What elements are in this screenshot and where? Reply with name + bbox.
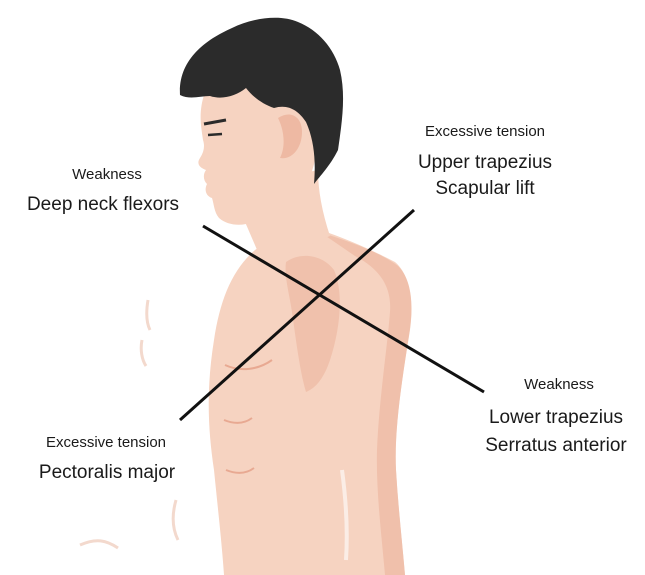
- bottom-right-heading: Weakness: [524, 376, 594, 393]
- bottom-right-muscle-1: Lower trapezius: [489, 407, 623, 429]
- top-left-heading: Weakness: [72, 166, 142, 183]
- top-right-muscle-2: Scapular lift: [435, 178, 534, 200]
- bottom-left-muscle: Pectoralis major: [39, 462, 175, 484]
- top-right-muscle-1: Upper trapezius: [418, 152, 552, 174]
- bottom-left-heading: Excessive tension: [46, 434, 166, 451]
- eye: [208, 134, 222, 135]
- top-left-muscle: Deep neck flexors: [27, 194, 179, 216]
- motion-marks: [80, 300, 178, 548]
- human-figure: [80, 18, 411, 575]
- top-right-heading: Excessive tension: [425, 123, 545, 140]
- bottom-right-muscle-2: Serratus anterior: [485, 435, 627, 457]
